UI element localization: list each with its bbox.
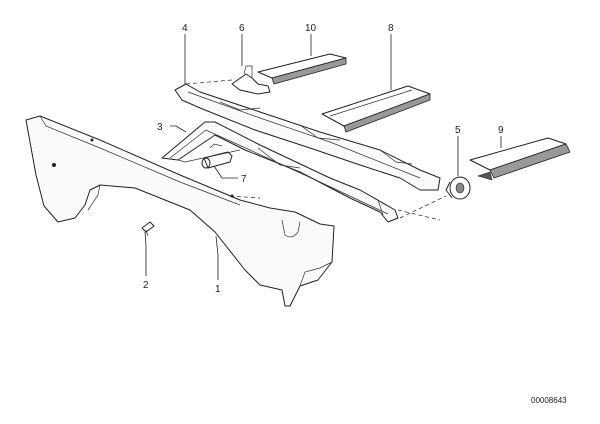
label-2: 2 xyxy=(143,280,149,291)
bushing-pin xyxy=(201,143,233,169)
upper-frame xyxy=(174,83,441,191)
label-1: 1 xyxy=(215,284,221,295)
side-trim-panel xyxy=(25,115,335,307)
label-10: 10 xyxy=(305,23,317,34)
end-cap xyxy=(445,176,471,200)
label-6: 6 xyxy=(239,23,245,34)
label-9: 9 xyxy=(498,125,504,136)
callout-labels: 1 2 3 4 5 6 7 8 9 10 xyxy=(143,23,504,295)
screw xyxy=(141,221,155,237)
label-7: 7 xyxy=(241,174,247,185)
trim-strip xyxy=(257,53,347,85)
filter-element xyxy=(321,85,431,133)
label-4: 4 xyxy=(182,23,188,34)
seal-strip xyxy=(469,137,571,181)
assembly-guides xyxy=(185,79,447,221)
document-number: 00008643 xyxy=(531,396,567,405)
leader-lines xyxy=(144,34,502,280)
label-8: 8 xyxy=(388,23,394,34)
hinge-clip xyxy=(231,65,271,95)
label-3: 3 xyxy=(157,122,163,133)
label-5: 5 xyxy=(455,125,461,136)
